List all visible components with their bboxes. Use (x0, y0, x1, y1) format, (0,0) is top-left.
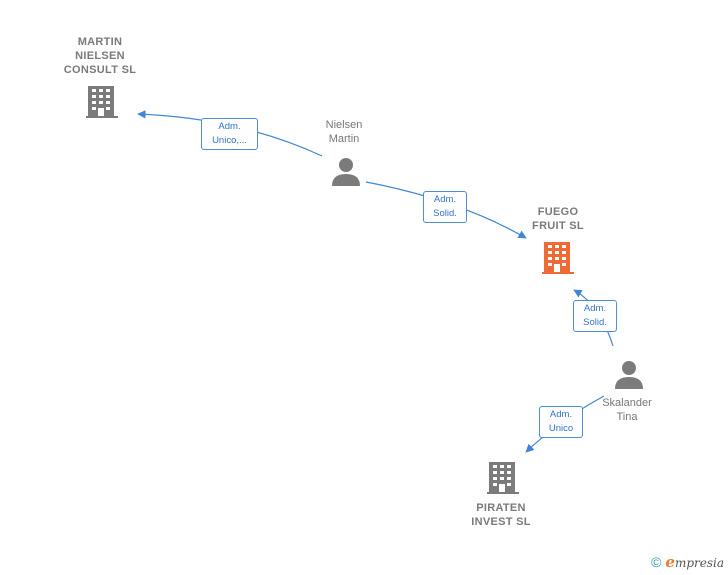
company-label-martin-nielsen-consult[interactable]: MARTIN NIELSEN CONSULT SL (63, 36, 137, 76)
building-icon[interactable] (86, 86, 118, 118)
relation-label-line: Solid. (433, 208, 457, 219)
relation-label-adm-solid-2: Adm. Solid. (573, 300, 617, 332)
building-icon-focus[interactable] (542, 242, 574, 274)
brand-logo-e: e (665, 553, 675, 571)
relation-label-adm-unico-1: Adm. Unico,... (201, 118, 258, 150)
brand-logo-text: mpresia (674, 556, 724, 570)
relation-label-line: Unico (548, 423, 574, 434)
person-icon[interactable] (332, 158, 360, 186)
relation-label-adm-unico-2: Adm. Unico (539, 406, 583, 438)
relation-label-line: Adm. (433, 194, 457, 205)
company-label-fuego-fruit[interactable]: FUEGO FRUIT SL (532, 206, 584, 232)
person-label-skalander-tina[interactable]: Skalander Tina (602, 397, 652, 423)
footer-brand: © empresia (651, 553, 724, 571)
relation-label-line: Solid. (583, 317, 607, 328)
building-icon[interactable] (487, 462, 519, 494)
brand-logo[interactable]: empresia (665, 553, 724, 571)
relation-label-line: Unico,... (212, 135, 247, 146)
person-label-nielsen-martin[interactable]: Nielsen Martin (325, 119, 363, 145)
relation-label-line: Adm. (583, 303, 607, 314)
relation-label-line: Adm. (549, 409, 573, 420)
relation-label-line: Adm. (218, 121, 241, 132)
company-label-piraten-invest[interactable]: PIRATEN INVEST SL (471, 502, 531, 528)
relation-label-adm-solid-1: Adm. Solid. (423, 191, 467, 223)
copyright-symbol: © (651, 554, 662, 570)
person-icon[interactable] (615, 361, 643, 389)
